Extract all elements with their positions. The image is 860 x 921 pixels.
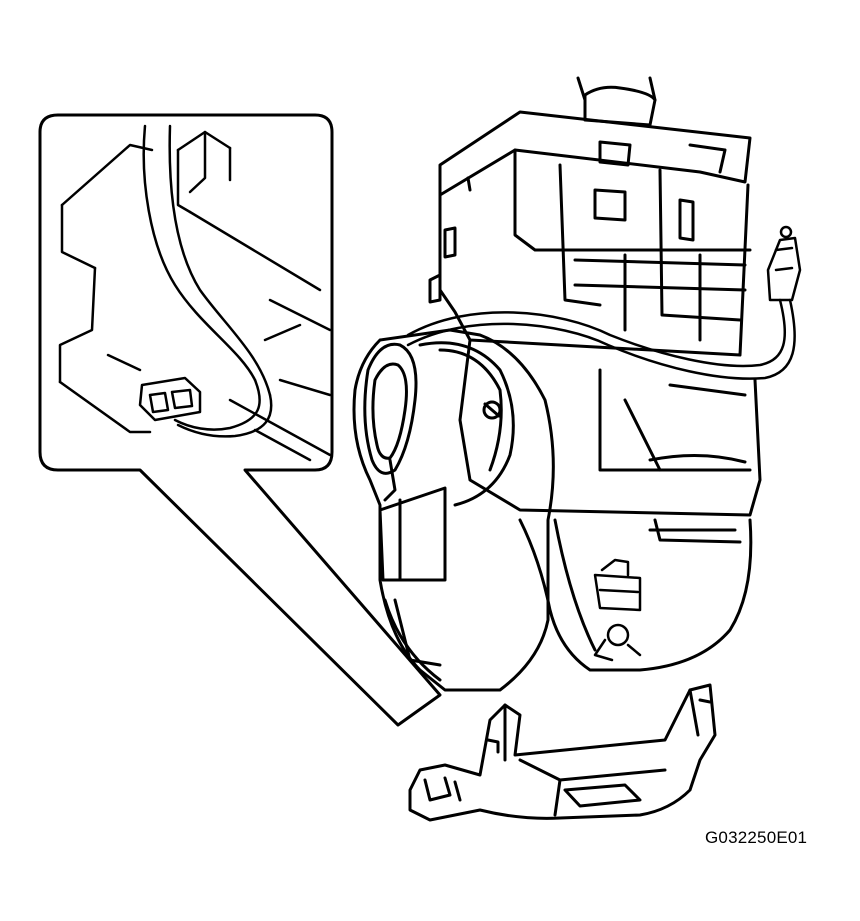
lower-scroll	[518, 518, 753, 672]
upper-housing-top	[438, 110, 752, 197]
inset-housing	[58, 130, 332, 462]
mount-bolt-head	[482, 400, 502, 420]
air-intake-ring	[363, 342, 418, 475]
middle-housing	[458, 338, 762, 517]
callout-frame	[38, 113, 442, 727]
latch-clip	[593, 558, 642, 662]
detail-callout	[38, 113, 442, 727]
figure-id-label: G032250E01	[705, 828, 808, 847]
inset-cable	[142, 124, 273, 438]
lower-cover	[408, 683, 717, 822]
blower-housing	[352, 328, 555, 692]
hvac-unit-assembly	[352, 76, 802, 692]
wire-harness	[406, 225, 802, 380]
inset-connector	[138, 376, 202, 422]
